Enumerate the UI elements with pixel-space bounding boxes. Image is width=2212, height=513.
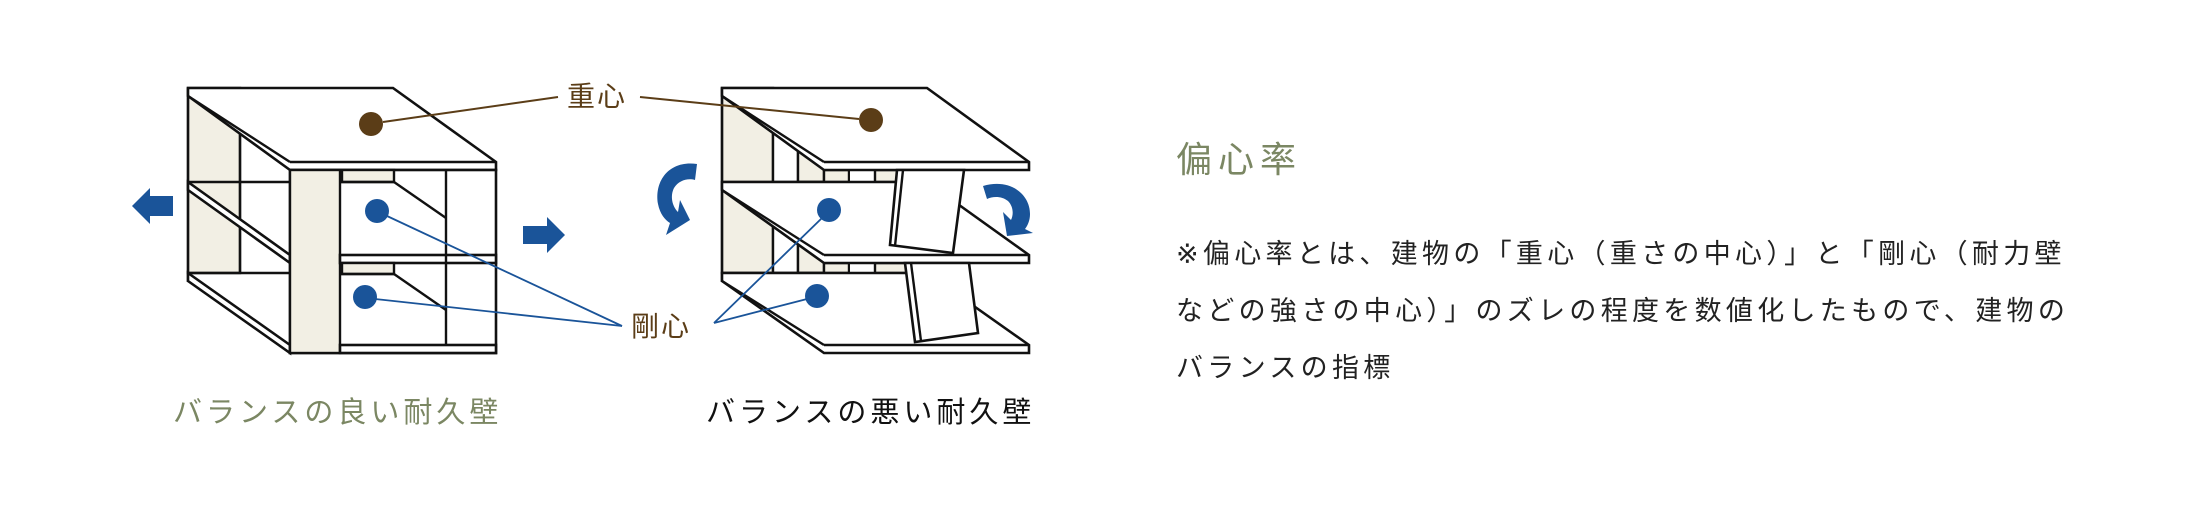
eccentricity-title: 偏心率 [1176,140,1303,181]
gravity-leader-lines [382,96,860,123]
description-line: ※偏心率とは、建物の「重心（重さの中心）」と「剛心（耐力壁 [1176,239,2066,270]
rotate-counterclockwise-icon [657,163,697,235]
description-line: などの強さの中心）」のズレの程度を数値化したもので、建物の [1176,296,2070,327]
gravity-dot-good [359,112,383,136]
eccentricity-description: ※偏心率とは、建物の「重心（重さの中心）」と「剛心（耐力壁 などの強さの中心）」… [1176,226,2136,397]
arrow-right-icon [523,217,565,253]
rigidity-dot-good-lower [353,285,377,309]
gravity-dot-bad [859,108,883,132]
rigidity-leader-lines [374,215,823,327]
center-of-gravity-label: 重心 [567,80,628,113]
bad-balance-building [720,86,1031,355]
rigidity-dot-bad-lower [805,284,829,308]
description-line: バランスの指標 [1176,353,1395,384]
rigidity-dot-good-upper [365,199,389,223]
arrow-left-icon [132,188,173,224]
rotate-clockwise-icon [983,183,1033,236]
eccentricity-diagram: .ol { stroke:#111; stroke-width:2.6; fil… [132,86,1033,356]
good-balance-building [186,86,498,356]
center-of-rigidity-label: 剛心 [631,310,692,343]
good-balance-caption: バランスの良い耐久壁 [173,395,503,429]
rigidity-dot-bad-upper [817,198,841,222]
bad-balance-caption: バランスの悪い耐久壁 [706,395,1036,429]
